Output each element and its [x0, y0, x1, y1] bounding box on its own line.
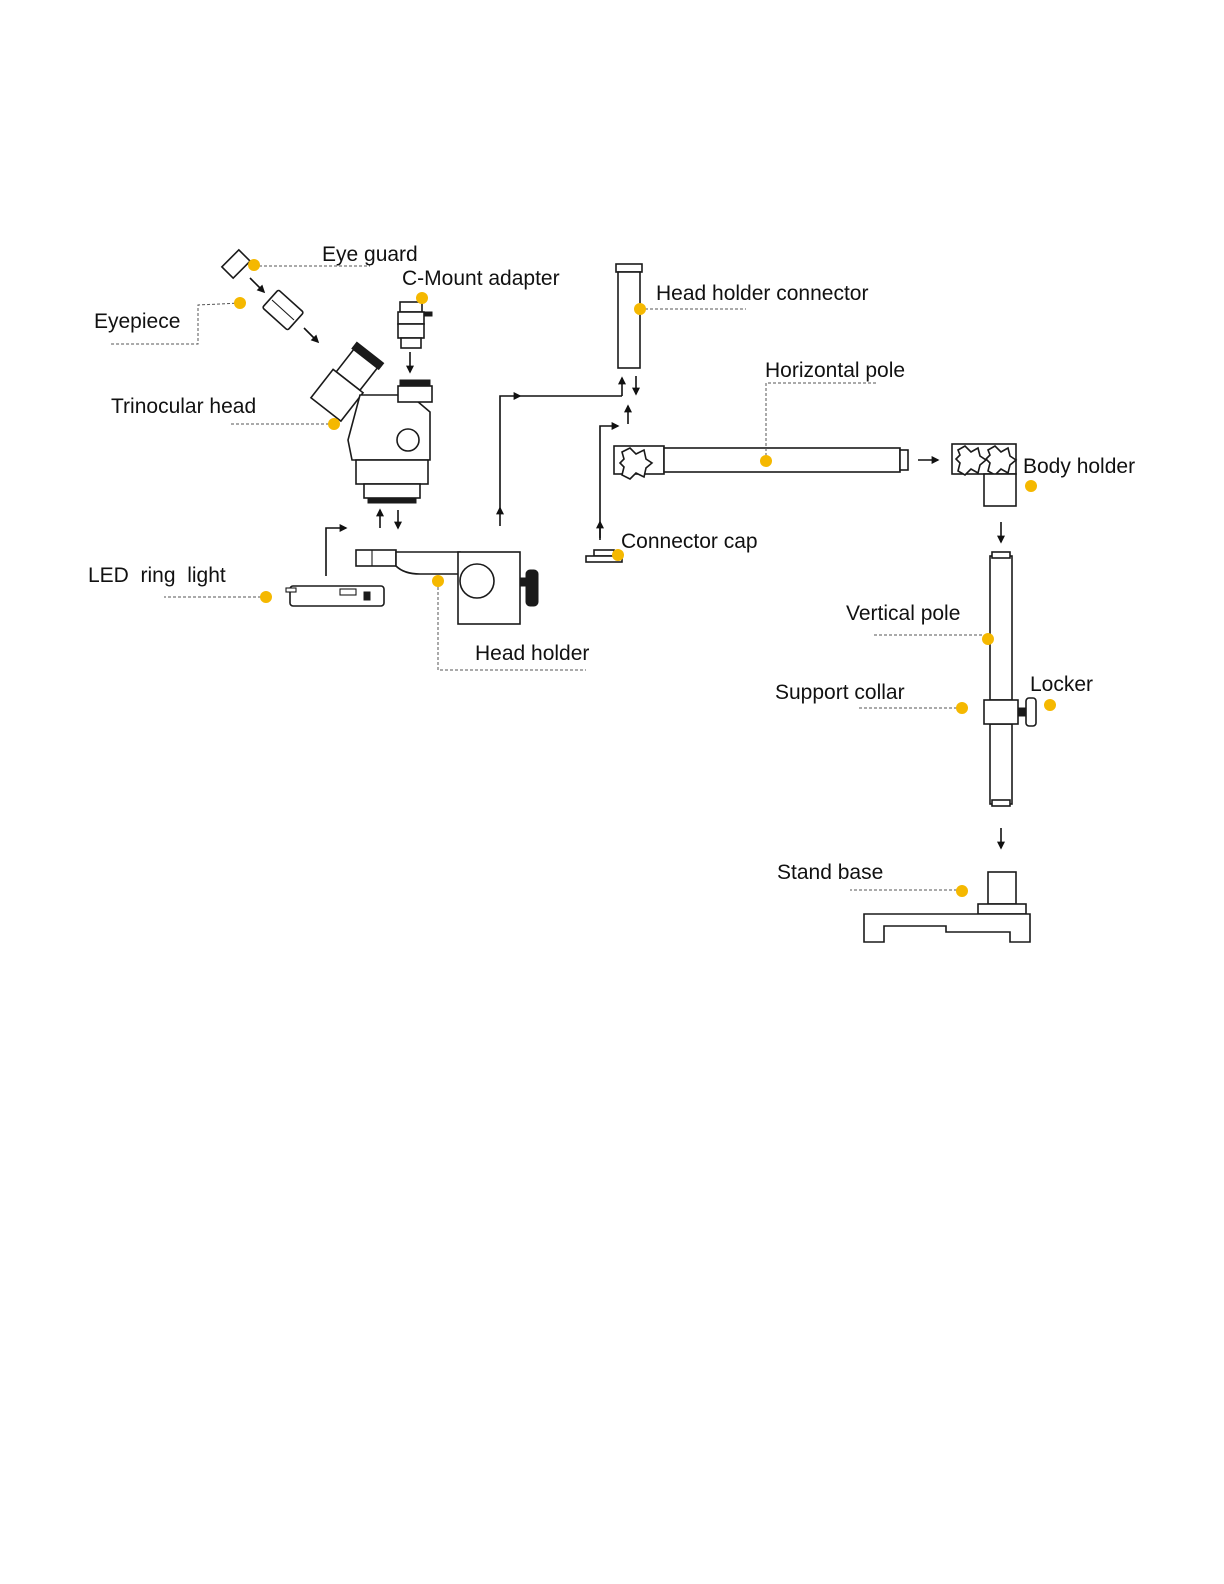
- marker-trinocular-head: [328, 418, 340, 430]
- label-stand-base: Stand base: [777, 861, 883, 885]
- support-collar-part: [984, 700, 1018, 724]
- label-eye-guard: Eye guard: [322, 243, 418, 267]
- marker-eye-guard: [248, 259, 260, 271]
- marker-eyepiece: [234, 297, 246, 309]
- eye-guard-part: [222, 250, 250, 278]
- label-vertical-pole: Vertical pole: [846, 602, 960, 626]
- label-locker: Locker: [1030, 673, 1093, 697]
- stand-base-part: [864, 872, 1030, 942]
- marker-stand-base: [956, 885, 968, 897]
- marker-head-holder-connector: [634, 303, 646, 315]
- label-horizontal-pole: Horizontal pole: [765, 359, 905, 383]
- label-eyepiece: Eyepiece: [94, 310, 180, 334]
- marker-locker: [1044, 699, 1056, 711]
- label-led-ring-light: LED ring light: [88, 564, 226, 588]
- label-support-collar: Support collar: [775, 681, 905, 705]
- label-trinocular-head: Trinocular head: [111, 395, 256, 419]
- label-c-mount-adapter: C-Mount adapter: [402, 267, 560, 291]
- marker-head-holder: [432, 575, 444, 587]
- led-ring-light-part: [286, 586, 384, 606]
- label-head-holder-connector: Head holder connector: [656, 282, 868, 306]
- marker-support-collar: [956, 702, 968, 714]
- marker-led-ring-light: [260, 591, 272, 603]
- c-mount-adapter-part: [398, 302, 432, 348]
- label-body-holder: Body holder: [1023, 455, 1135, 479]
- label-head-holder: Head holder: [475, 642, 589, 666]
- vertical-pole-part: [990, 552, 1012, 806]
- marker-horizontal-pole: [760, 455, 772, 467]
- marker-body-holder: [1025, 480, 1037, 492]
- marker-vertical-pole: [982, 633, 994, 645]
- body-holder-part: [952, 444, 1016, 506]
- head-holder-connector-part: [616, 264, 642, 368]
- label-connector-cap: Connector cap: [621, 530, 758, 554]
- marker-c-mount-adapter: [416, 292, 428, 304]
- eyepiece-part: [262, 290, 303, 331]
- locker-part: [1018, 698, 1036, 726]
